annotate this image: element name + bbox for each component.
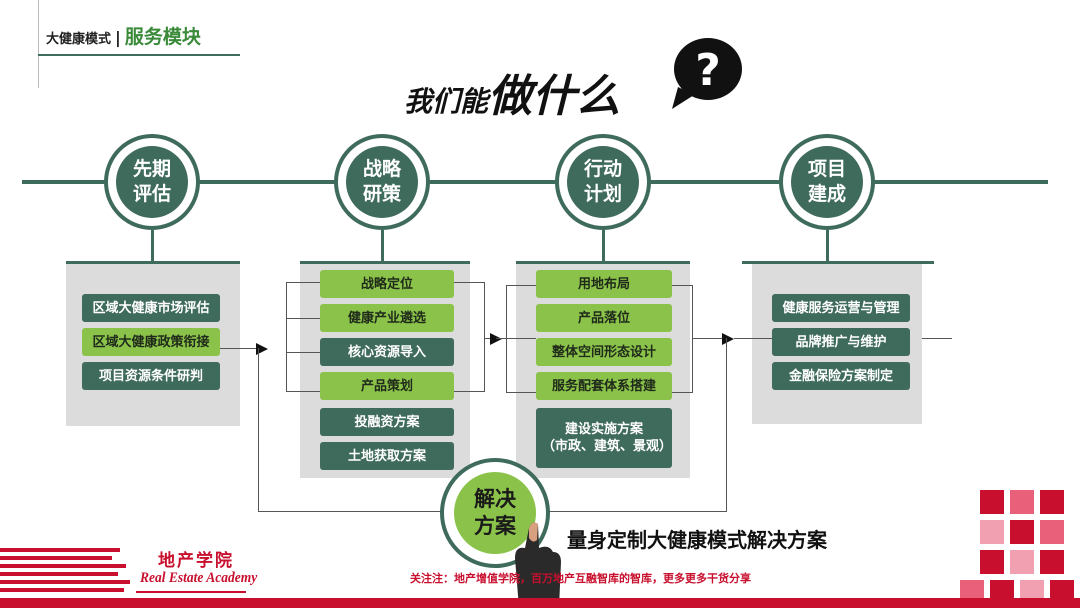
connector-loop-right — [726, 338, 727, 512]
solution-node: 解决 方案 — [440, 458, 550, 568]
stage-label-4: 项目 建成 — [791, 146, 863, 218]
speech-bubble-question-icon: ? — [672, 38, 742, 109]
item-product-plan: 产品策划 — [320, 372, 454, 400]
stage-panel-3: 用地布局 产品落位 整体空间形态设计 服务配套体系搭建 建设实施方案 （市政、建… — [516, 264, 690, 478]
academy-name-cn: 地产学院 — [158, 551, 234, 571]
header-separator: | — [115, 28, 121, 47]
header-underline — [38, 54, 240, 56]
stage-stem-4 — [826, 230, 829, 262]
connector-loop-bottom-right — [548, 511, 726, 512]
stage-node-2: 战略 研策 — [334, 134, 430, 230]
item-finance-insurance: 金融保险方案制定 — [772, 362, 910, 390]
item-brand-promo: 品牌推广与维护 — [772, 328, 910, 356]
connector-2-3-b — [496, 338, 536, 339]
bracket-3-top — [506, 285, 536, 286]
item-product-placement: 产品落位 — [536, 304, 672, 332]
arrow-1-2 — [256, 343, 268, 355]
item-health-ops: 健康服务运营与管理 — [772, 294, 910, 322]
header: 大健康模式|服务模块 — [46, 22, 201, 52]
timeline-line — [22, 180, 1048, 184]
connector-1-2 — [220, 348, 258, 349]
connector-4-out — [922, 338, 952, 339]
item-land-plan: 土地获取方案 — [320, 442, 454, 470]
item-core-resource: 核心资源导入 — [320, 338, 454, 366]
stage-panel-1: 区域大健康市场评估 区域大健康政策衔接 项目资源条件研判 — [66, 264, 240, 426]
item-resource-assess: 项目资源条件研判 — [82, 362, 220, 390]
bracket-2-mid2 — [286, 352, 320, 353]
stage-panel-bar-2 — [300, 261, 470, 264]
stage-label-3: 行动 计划 — [567, 146, 639, 218]
header-divider — [38, 0, 39, 88]
bracket-3r-top — [672, 285, 692, 286]
page-title: 我们能做什么 — [404, 60, 654, 122]
item-industry-select: 健康产业遴选 — [320, 304, 454, 332]
item-policy-link: 区域大健康政策衔接 — [82, 328, 220, 356]
connector-2-3 — [484, 338, 494, 339]
item-financing-plan: 投融资方案 — [320, 408, 454, 436]
bracket-2-mid1 — [286, 318, 320, 319]
solution-caption: 量身定制大健康模式解决方案 — [567, 528, 827, 552]
stage-label-1: 先期 评估 — [116, 146, 188, 218]
academy-logo-bars — [0, 548, 246, 593]
stage-stem-3 — [602, 230, 605, 262]
stage-panel-bar-3 — [516, 261, 690, 264]
connector-loop-left — [258, 348, 259, 512]
arrow-3-4 — [722, 333, 734, 345]
academy-name-en: Real Estate Academy — [140, 570, 258, 586]
bracket-2-left — [286, 282, 287, 392]
stage-node-3: 行动 计划 — [555, 134, 651, 230]
decorative-tiles — [960, 490, 1074, 604]
bracket-2r-top — [454, 282, 484, 283]
item-service-system: 服务配套体系搭建 — [536, 372, 672, 400]
bracket-3-bottom — [506, 392, 536, 393]
stage-node-4: 项目 建成 — [779, 134, 875, 230]
footer-red-bar — [0, 598, 1080, 608]
connector-3-4 — [692, 338, 724, 339]
stage-stem-2 — [381, 230, 384, 262]
item-strategy-position: 战略定位 — [320, 270, 454, 298]
pointing-hand-icon — [515, 522, 561, 608]
stage-panel-2: 战略定位 健康产业遴选 核心资源导入 产品策划 投融资方案 土地获取方案 — [300, 264, 470, 478]
stage-panel-bar-1 — [66, 261, 240, 264]
header-subtitle: 大健康模式 — [46, 32, 112, 47]
bracket-3r-right — [692, 285, 693, 393]
item-construction-plan: 建设实施方案 （市政、建筑、景观） — [536, 408, 672, 468]
item-land-layout: 用地布局 — [536, 270, 672, 298]
bracket-3-left — [506, 285, 507, 393]
solution-label: 解决 方案 — [454, 472, 536, 554]
page-title-big: 做什么 — [488, 71, 621, 122]
bracket-3r-bottom — [672, 392, 692, 393]
item-space-design: 整体空间形态设计 — [536, 338, 672, 366]
bracket-2r-bottom — [454, 391, 484, 392]
item-market-eval: 区域大健康市场评估 — [82, 294, 220, 322]
bracket-2r-right — [484, 282, 485, 392]
connector-loop-bottom-left — [258, 511, 442, 512]
header-title: 服务模块 — [124, 26, 201, 48]
connector-3-4-b — [734, 338, 772, 339]
svg-text:?: ? — [695, 45, 721, 96]
bracket-2-top — [286, 282, 320, 283]
arrow-2-3 — [490, 333, 502, 345]
stage-node-1: 先期 评估 — [104, 134, 200, 230]
bracket-2-bottom — [286, 391, 320, 392]
footer-notice: 关注注：地产增值学院，百万地产互融智库的智库，更多更多干货分享 — [410, 572, 751, 585]
stage-label-2: 战略 研策 — [346, 146, 418, 218]
stage-panel-4: 健康服务运营与管理 品牌推广与维护 金融保险方案制定 — [752, 264, 922, 424]
stage-stem-1 — [151, 230, 154, 262]
page-title-small: 我们能 — [404, 85, 489, 118]
stage-panel-bar-4 — [742, 261, 934, 264]
